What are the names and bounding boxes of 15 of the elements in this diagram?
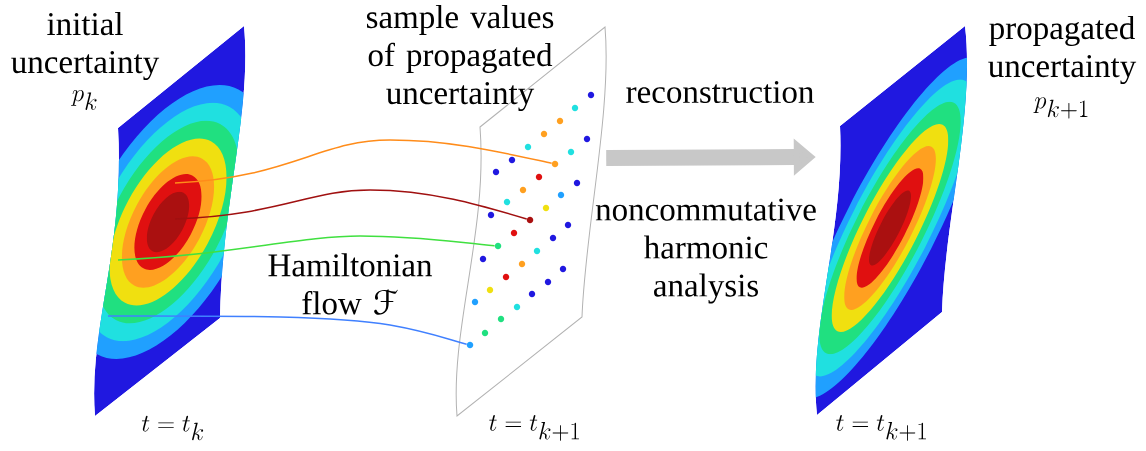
flow-curve <box>174 139 553 184</box>
density-symbol: $p_k$ <box>71 90 97 110</box>
surface-title: initial uncertainty <box>11 12 160 80</box>
flow-curve <box>107 315 468 345</box>
time-label: $t = t_k$ <box>141 415 204 441</box>
edge-label: reconstruction <box>626 80 814 104</box>
annotation: noncommutative harmonic analysis <box>595 198 816 304</box>
surface-title: propagated uncertainty <box>988 16 1137 84</box>
flow-curve <box>174 189 528 220</box>
density-symbol: $p_{k+1}$ <box>1033 97 1088 119</box>
annotation: Hamiltonian flow ℱ <box>268 253 432 315</box>
time-label: $t = t_{k+1}$ <box>489 414 579 441</box>
flow-curve <box>117 235 496 261</box>
surface-title: sample values of propagated uncertainty <box>366 5 554 111</box>
time-label: $t = t_{k+1}$ <box>836 414 926 441</box>
